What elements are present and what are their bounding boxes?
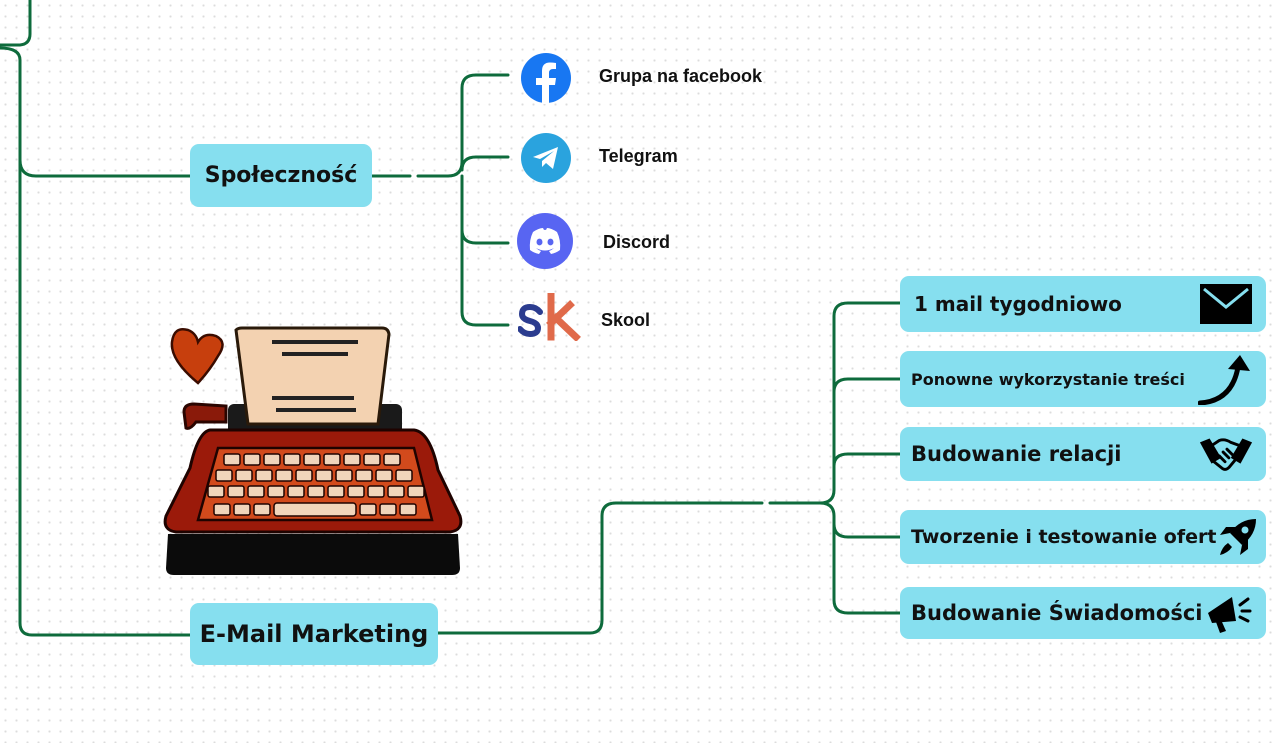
leaf-label: Tworzenie i testowanie ofert bbox=[911, 526, 1217, 548]
trend-arrow-icon bbox=[1198, 355, 1254, 405]
connector-leaf-3 bbox=[832, 452, 902, 468]
leaf-offers[interactable]: Tworzenie i testowanie ofert bbox=[900, 510, 1266, 564]
leaf-label: Budowanie relacji bbox=[911, 442, 1122, 466]
typewriter-illustration bbox=[160, 320, 464, 583]
connector-leaf-1 bbox=[768, 301, 902, 505]
connector-top bbox=[0, 0, 32, 47]
telegram-icon bbox=[520, 132, 572, 189]
connector-community bbox=[18, 158, 192, 178]
connector-leaf-4 bbox=[818, 501, 902, 539]
connector-facebook bbox=[416, 73, 510, 178]
connector-leaf-2 bbox=[832, 377, 902, 394]
social-label-telegram: Telegram bbox=[599, 146, 678, 166]
connector-email bbox=[436, 501, 764, 635]
community-topic-label: Społeczność bbox=[204, 163, 358, 188]
leaf-weekly-mail[interactable]: 1 mail tygodniowo bbox=[900, 276, 1266, 332]
rocket-icon bbox=[1216, 513, 1260, 561]
social-label-facebook: Grupa na facebook bbox=[599, 66, 763, 86]
connector-skool bbox=[460, 228, 510, 327]
leaf-awareness[interactable]: Budowanie Świadomości bbox=[900, 587, 1266, 639]
envelope-icon bbox=[1198, 280, 1254, 328]
community-topic[interactable]: Społeczność bbox=[190, 144, 372, 207]
skool-icon bbox=[517, 291, 582, 346]
leaf-label: 1 mail tygodniowo bbox=[914, 292, 1122, 316]
megaphone-icon bbox=[1203, 589, 1255, 637]
handshake-icon bbox=[1198, 430, 1254, 478]
leaf-label: Budowanie Świadomości bbox=[911, 601, 1203, 625]
leaf-relationships[interactable]: Budowanie relacji bbox=[900, 427, 1266, 481]
social-label-discord: Discord bbox=[603, 232, 671, 252]
email-marketing-topic[interactable]: E-Mail Marketing bbox=[190, 603, 438, 665]
heart-icon bbox=[170, 328, 224, 385]
discord-icon bbox=[516, 212, 574, 275]
leaf-content-reuse[interactable]: Ponowne wykorzystanie treści bbox=[900, 351, 1266, 407]
leaf-label: Ponowne wykorzystanie treści bbox=[911, 369, 1185, 389]
connector-leaf-5 bbox=[832, 522, 902, 615]
email-marketing-topic-label: E-Mail Marketing bbox=[199, 620, 429, 648]
connector-discord bbox=[460, 174, 510, 245]
connector-telegram bbox=[460, 155, 510, 172]
facebook-icon bbox=[520, 52, 572, 109]
connector-trunk bbox=[0, 46, 192, 637]
social-label-skool: Skool bbox=[601, 310, 651, 330]
